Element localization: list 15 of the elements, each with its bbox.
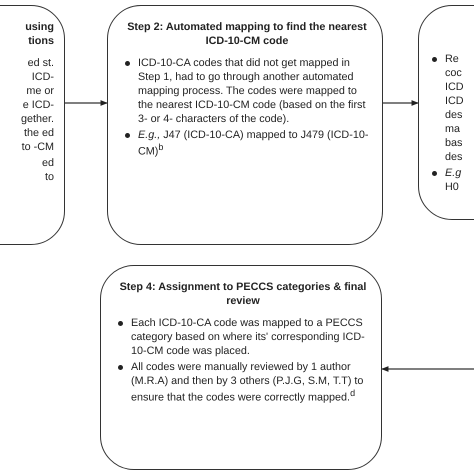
- bullet-text: ICD-10-CA codes that did not get mapped in Step 1, had to go through another automated mapping process. The codes were mapped to the nearest ICD-10-CM code (based on the first 3- or 4- characters of the code).: [138, 56, 366, 126]
- arrow: [65, 100, 108, 106]
- rounded-step-box: [107, 5, 383, 245]
- bullet-text: All codes were manually reviewed by 1 author (M.R.A) and then by 3 others (P.J.G, S.M, T.T) to ensure that the codes were correctly mapped.$^{d}$: [131, 360, 364, 405]
- arrow: [381, 366, 474, 372]
- rounded-step-box: [100, 265, 382, 470]
- step-heading: using tions: [25, 20, 54, 48]
- bullet-text: E.g H0: [445, 166, 462, 194]
- bullet-text: ed to: [42, 156, 54, 184]
- arrow: [383, 100, 419, 106]
- step-heading: Step 4: Assignment to PECCS categories & final review: [118, 280, 368, 308]
- step-heading: Step 2: Automated mapping to find the nearest ICD-10-CM code: [126, 20, 368, 48]
- bullet-text: Each ICD-10-CA code was mapped to a PECCS category based on where its' corresponding ICD-10-CM code was placed.: [131, 316, 366, 358]
- bullet-text: Re coc ICD ICD des ma bas des: [445, 52, 464, 164]
- bullet-text: E.g., J47 (ICD-10-CA) mapped to J479 (ICD-10-CM)$^{b}$: [138, 128, 370, 159]
